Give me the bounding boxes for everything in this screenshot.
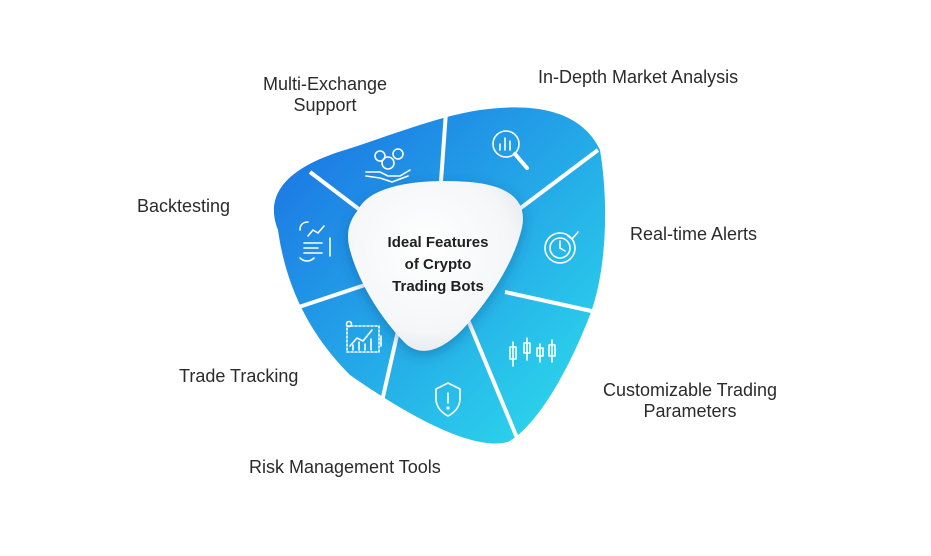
center-title-line2: of Crypto xyxy=(405,256,472,273)
center-title-line3: Trading Bots xyxy=(392,278,484,295)
clock-alert-icon xyxy=(544,231,579,264)
center-title-line1: Ideal Features xyxy=(388,234,489,251)
feature-label-real-time-alerts: Real-time Alerts xyxy=(630,224,758,244)
feature-label-risk-management: Risk Management Tools xyxy=(249,457,441,477)
feature-label-trade-tracking: Trade Tracking xyxy=(179,366,299,386)
magnifier-chart-icon xyxy=(492,130,529,170)
feature-label-customizable-parameters: Customizable Trading Parameters xyxy=(602,380,778,421)
shield-warning-icon xyxy=(435,382,461,417)
hand-coins-icon xyxy=(365,148,411,183)
backtest-chart-icon xyxy=(299,221,331,262)
candlestick-icon xyxy=(509,337,556,367)
feature-label-backtesting: Backtesting xyxy=(137,196,231,216)
feature-label-multi-exchange: Multi-Exchange Support xyxy=(262,74,388,115)
center-hub xyxy=(347,180,523,351)
segment-dividers xyxy=(289,111,600,446)
feature-label-market-analysis: In-Depth Market Analysis xyxy=(538,67,739,87)
chart-tracking-icon xyxy=(345,320,382,353)
